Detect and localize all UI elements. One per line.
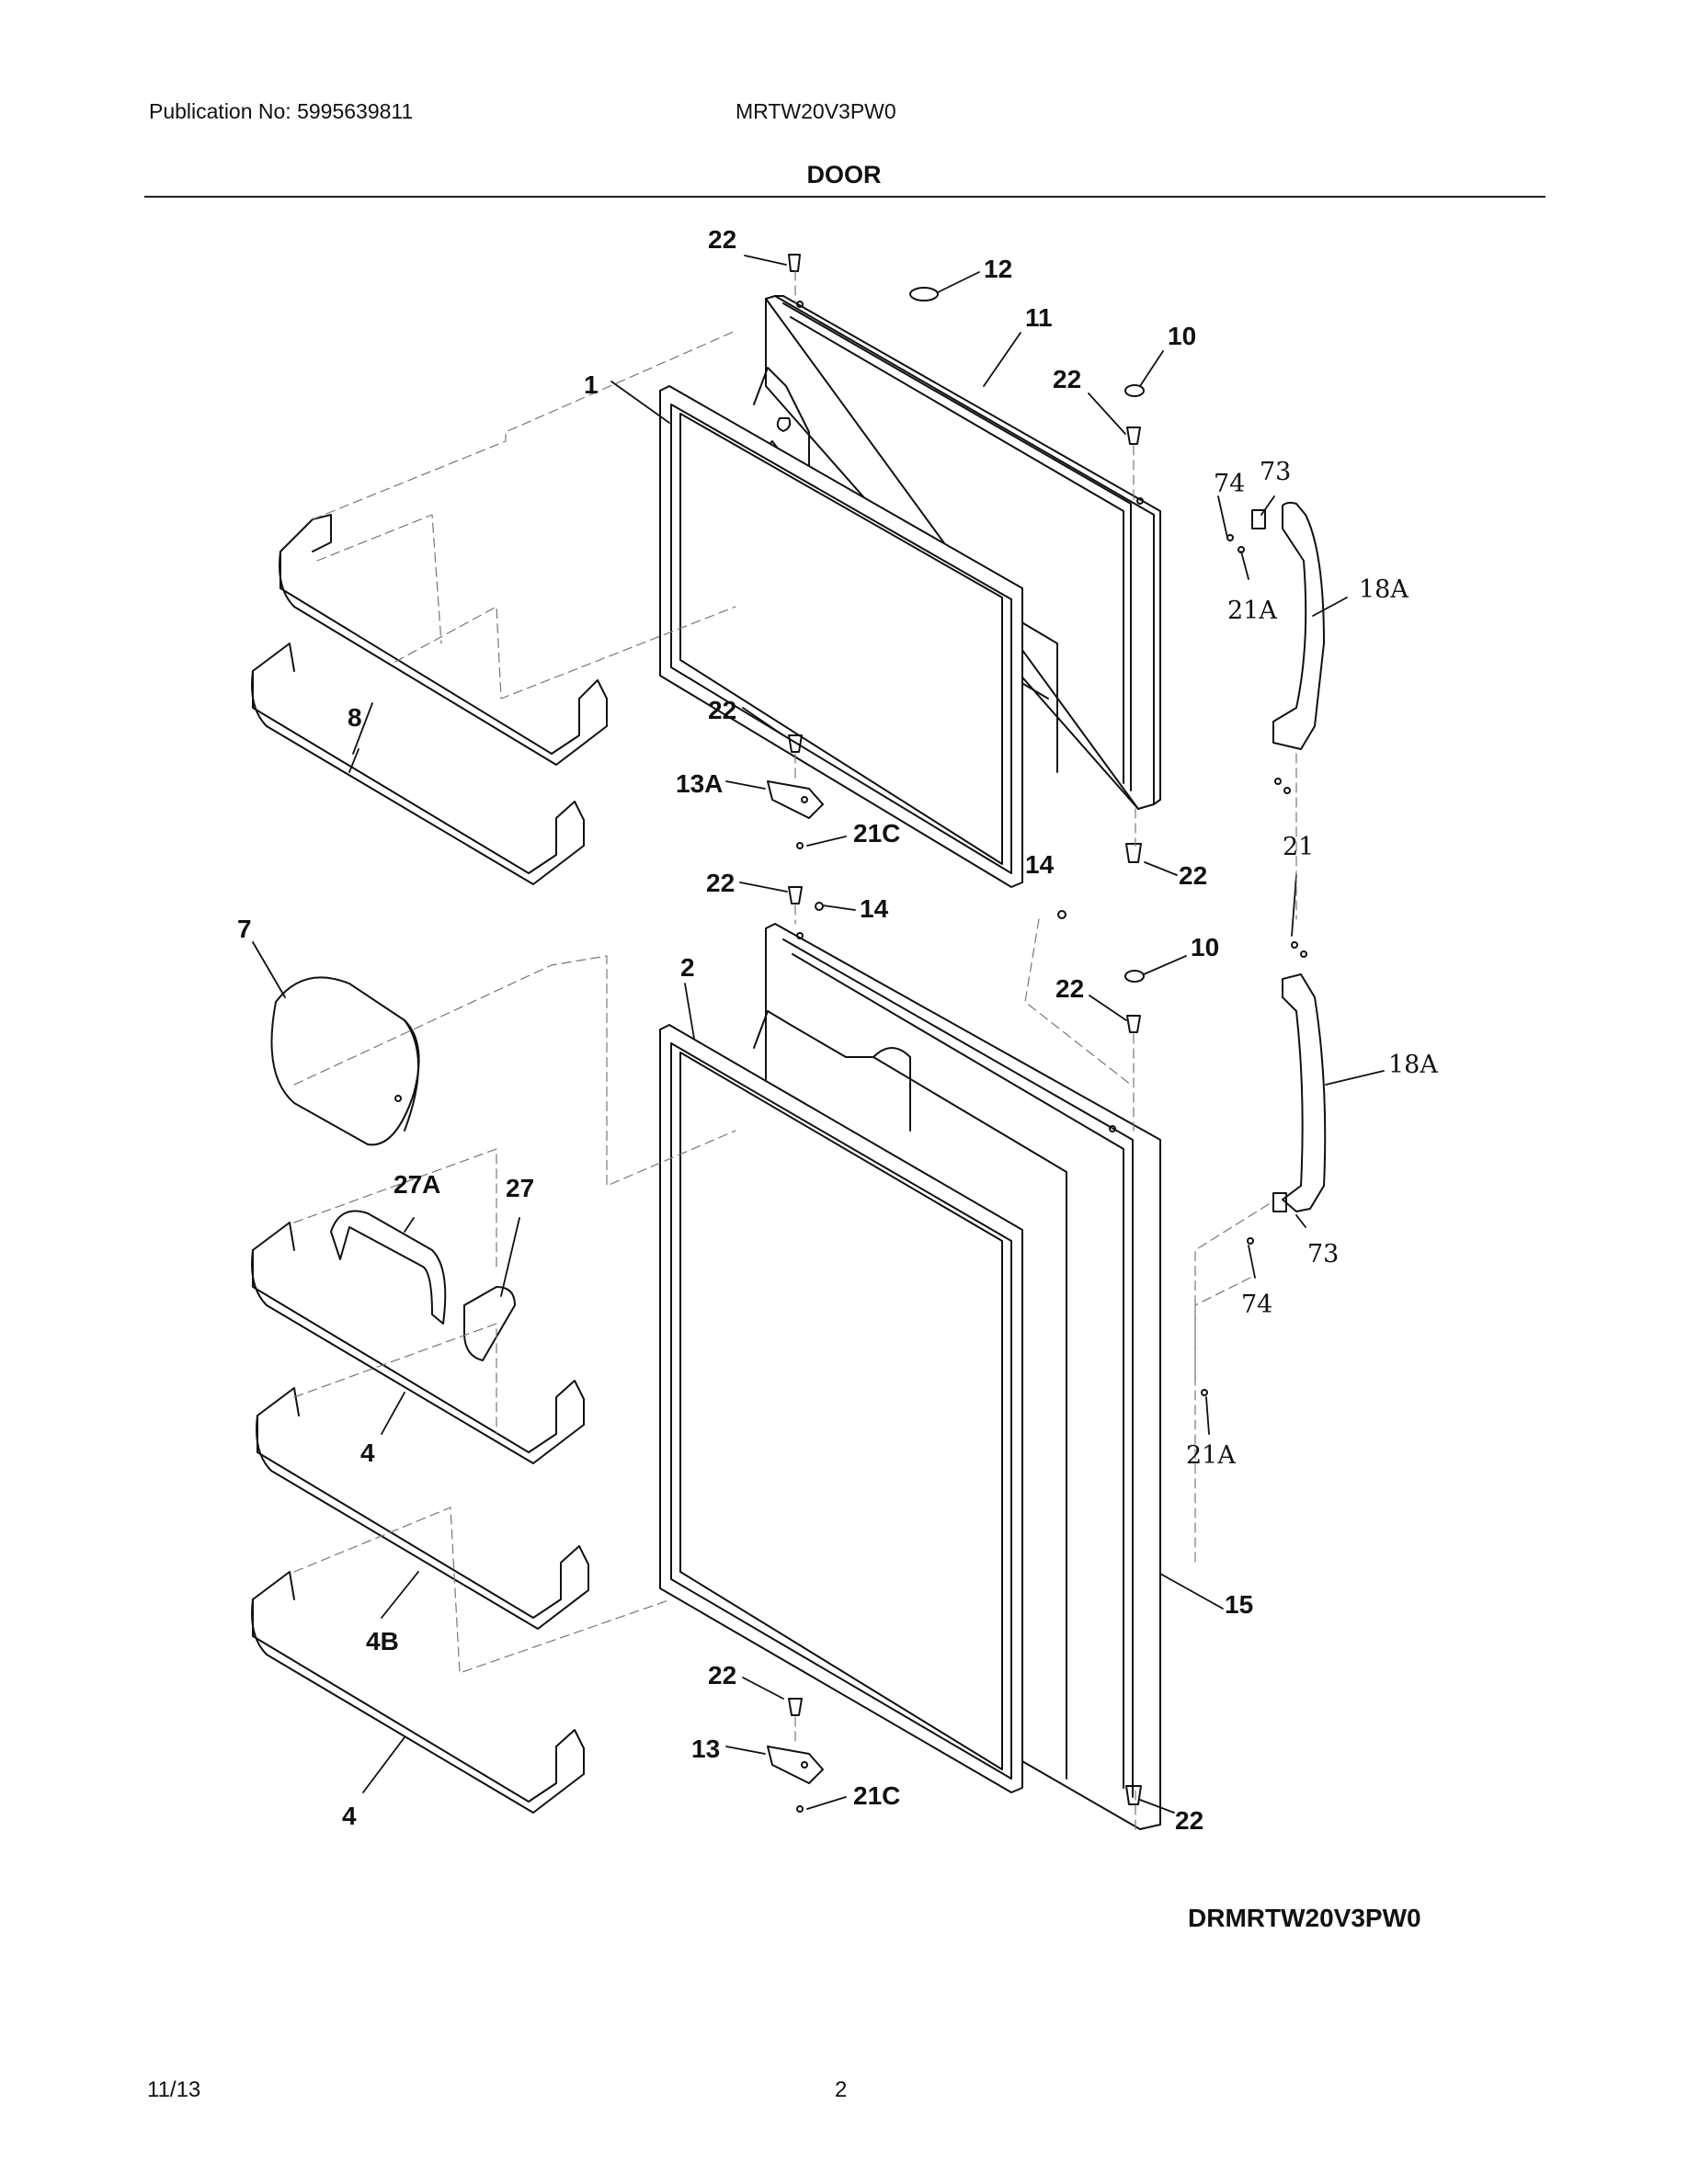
dairy-door-cover bbox=[270, 976, 420, 1146]
callout-27: 27 bbox=[506, 1174, 534, 1202]
fresh-food-door-gasket bbox=[659, 1024, 1023, 1793]
callout-22: 22 bbox=[706, 869, 735, 897]
freezer-door-shelf-upper bbox=[279, 514, 608, 766]
alignment-lines bbox=[293, 270, 1297, 1830]
callout-22: 22 bbox=[1055, 974, 1084, 1003]
callout-13a: 13A bbox=[676, 769, 723, 798]
callout-4: 4 bbox=[342, 1802, 357, 1830]
callout-22: 22 bbox=[1053, 365, 1081, 393]
callout-21c: 21C bbox=[853, 1781, 900, 1810]
callout-21c: 21C bbox=[853, 819, 900, 847]
screw-22-center-right bbox=[1125, 843, 1142, 863]
hole-plug-10-lower bbox=[1124, 970, 1145, 983]
publication-number: Publication No: 5995639811 bbox=[149, 99, 414, 123]
footer-date: 11/13 bbox=[147, 2077, 201, 2102]
screw-22-top bbox=[788, 254, 801, 272]
callout-11: 11 bbox=[1025, 303, 1053, 332]
leader-lines bbox=[252, 255, 1385, 1814]
callout-labels: 22 12 11 10 22 1 74 73 18A 21A 8 22 13A … bbox=[237, 225, 1438, 1835]
page-number: 2 bbox=[835, 2077, 848, 2102]
callout-18a: 18A bbox=[1359, 575, 1409, 604]
freezer-door-gasket bbox=[659, 385, 1023, 888]
header-rule bbox=[144, 196, 1545, 198]
callout-15: 15 bbox=[1225, 1590, 1253, 1619]
screw-22-upper-right bbox=[1126, 427, 1141, 445]
callout-22: 22 bbox=[708, 1661, 736, 1689]
callout-4b: 4B bbox=[366, 1627, 399, 1655]
hole-plug-10-upper bbox=[1124, 384, 1145, 397]
fresh-door-shelf-2 bbox=[256, 1387, 589, 1630]
callout-14: 14 bbox=[1025, 850, 1055, 879]
callout-4: 4 bbox=[360, 1439, 375, 1467]
callout-10: 10 bbox=[1191, 933, 1219, 961]
callout-14: 14 bbox=[860, 894, 889, 923]
callout-10: 10 bbox=[1168, 322, 1196, 350]
hole-plug-12 bbox=[909, 287, 939, 301]
callout-13: 13 bbox=[691, 1735, 720, 1763]
callout-22: 22 bbox=[708, 225, 736, 254]
callout-21: 21 bbox=[1283, 833, 1314, 861]
callout-22: 22 bbox=[1179, 861, 1207, 890]
callout-18a: 18A bbox=[1388, 1051, 1438, 1079]
callout-21a: 21A bbox=[1227, 597, 1277, 625]
callout-73: 73 bbox=[1260, 458, 1291, 486]
callout-22: 22 bbox=[708, 696, 736, 724]
bottom-hinge-13 bbox=[767, 1746, 824, 1784]
callout-22: 22 bbox=[1175, 1806, 1203, 1835]
screw-22-bottom-left bbox=[788, 1698, 803, 1716]
fresh-food-handle bbox=[1272, 973, 1327, 1212]
callout-73: 73 bbox=[1307, 1240, 1339, 1268]
model-number: MRTW20V3PW0 bbox=[736, 99, 896, 123]
fresh-door-shelf-3 bbox=[251, 1571, 585, 1814]
shelf-retainer-27a bbox=[330, 1210, 447, 1325]
callout-21a: 21A bbox=[1186, 1441, 1236, 1470]
screw-22-center-left bbox=[788, 734, 803, 753]
screw-22-lower-top bbox=[788, 886, 803, 904]
freezer-handle bbox=[1251, 501, 1325, 750]
fresh-door-shelf-1 bbox=[251, 1222, 585, 1464]
callout-1: 1 bbox=[584, 370, 599, 399]
section-title: DOOR bbox=[806, 161, 882, 188]
callout-74: 74 bbox=[1214, 470, 1245, 498]
callout-27a: 27A bbox=[393, 1170, 440, 1199]
callout-12: 12 bbox=[984, 255, 1012, 283]
screw-22-bottom-right bbox=[1125, 1785, 1142, 1805]
callout-7: 7 bbox=[237, 915, 252, 943]
freezer-door-shelf-lower bbox=[251, 643, 585, 885]
bin-end-cap-27 bbox=[463, 1286, 516, 1361]
callout-74: 74 bbox=[1241, 1291, 1272, 1319]
screw-22-lower-right bbox=[1126, 1015, 1141, 1033]
callout-8: 8 bbox=[348, 703, 362, 732]
callout-2: 2 bbox=[680, 953, 695, 982]
center-hinge-13a bbox=[767, 780, 824, 819]
diagram-code: DRMRTW20V3PW0 bbox=[1188, 1904, 1421, 1932]
